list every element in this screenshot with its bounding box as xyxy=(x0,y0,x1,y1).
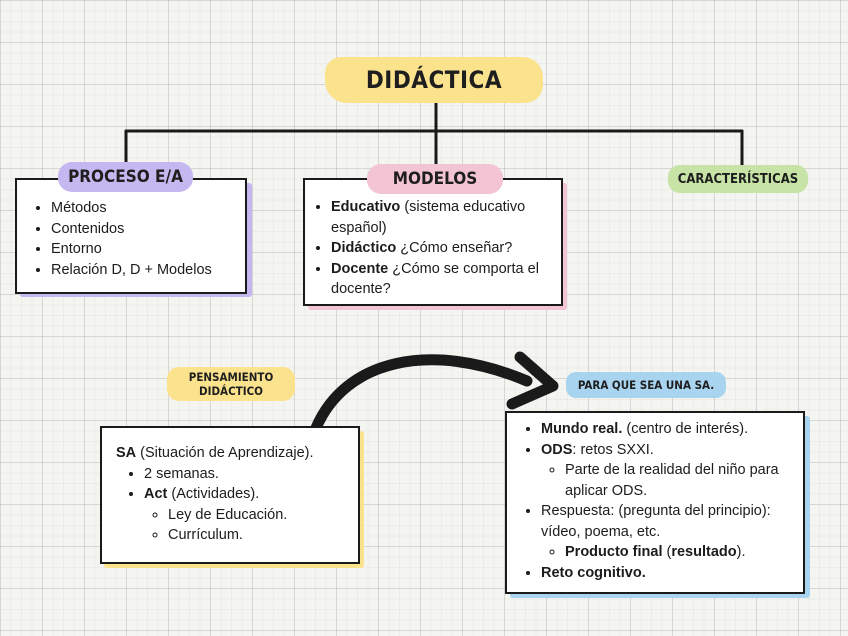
pensamiento-list: 2 semanas. Act (Actividades). Ley de Edu… xyxy=(116,464,352,546)
list-item: Producto final (resultado). xyxy=(565,542,797,563)
list-item: Docente ¿Cómo se comporta el docente? xyxy=(331,259,553,300)
sa-line: SA (Situación de Aprendizaje). xyxy=(116,443,352,464)
caracteristicas-label: CARACTERÍSTICAS xyxy=(677,171,799,187)
reto-term: Reto cognitivo. xyxy=(541,564,646,581)
page-title: DIDÁCTICA xyxy=(365,66,503,94)
pensamiento-label-line1: PENSAMIENTO xyxy=(188,370,274,384)
respuesta-sublist: Producto final (resultado). xyxy=(541,542,797,563)
mundo-desc: (centro de interés). xyxy=(622,421,749,437)
list-item: 2 semanas. xyxy=(144,464,352,485)
act-term: Act xyxy=(144,486,168,502)
modelos-list: Educativo (sistema educativo español) Di… xyxy=(313,197,553,300)
model-name: Docente xyxy=(331,260,389,277)
para-que-box: Mundo real. (centro de interés). ODS: re… xyxy=(505,411,805,594)
list-item: Entorno xyxy=(51,239,235,260)
proceso-list: Métodos Contenidos Entorno Relación D, D… xyxy=(33,198,235,280)
modelos-label-pill: MODELOS xyxy=(367,164,503,194)
producto-close: ). xyxy=(736,544,746,560)
sa-desc: (Situación de Aprendizaje). xyxy=(136,445,314,461)
list-item: Educativo (sistema educativo español) xyxy=(331,197,553,238)
model-name: Didáctico xyxy=(331,240,397,256)
title-pill: DIDÁCTICA xyxy=(325,57,543,103)
list-item: Parte de la realidad del niño para aplic… xyxy=(565,460,797,501)
curved-arrow xyxy=(310,351,559,434)
list-item: ODS: retos SXXI. Parte de la realidad de… xyxy=(541,440,797,502)
caracteristicas-pill: CARACTERÍSTICAS xyxy=(668,165,808,193)
model-name: Educativo xyxy=(331,199,401,215)
list-item: Métodos xyxy=(51,198,235,219)
respuesta-text: Respuesta: (pregunta del principio): víd… xyxy=(541,503,771,540)
list-item: Ley de Educación. xyxy=(168,505,352,526)
pensamiento-pill: PENSAMIENTO DIDÁCTICO xyxy=(167,367,295,401)
mundo-term: Mundo real. xyxy=(541,421,623,437)
list-item: Act (Actividades). Ley de Educación. Cur… xyxy=(144,484,352,546)
act-sublist: Ley de Educación. Currículum. xyxy=(144,505,352,546)
act-desc: (Actividades). xyxy=(167,486,260,502)
proceso-box: Métodos Contenidos Entorno Relación D, D… xyxy=(15,178,247,294)
pensamiento-box: SA (Situación de Aprendizaje). 2 semanas… xyxy=(100,426,360,564)
pensamiento-label-line2: DIDÁCTICO xyxy=(199,384,263,398)
modelos-box: Educativo (sistema educativo español) Di… xyxy=(303,178,563,306)
list-item: Contenidos xyxy=(51,219,235,240)
para-que-label: PARA QUE SEA UNA SA. xyxy=(577,378,715,392)
model-desc: (sistema educativo español) xyxy=(331,199,526,236)
model-desc: ¿Cómo enseñar? xyxy=(396,240,513,256)
ods-term: ODS xyxy=(541,441,573,458)
proceso-label-pill: PROCESO E/A xyxy=(58,162,193,192)
modelos-label: MODELOS xyxy=(392,169,478,189)
model-desc: ¿Cómo se comporta el docente? xyxy=(331,260,539,298)
proceso-label: PROCESO E/A xyxy=(68,167,183,187)
producto-open: ( xyxy=(662,544,672,560)
list-item: Respuesta: (pregunta del principio): víd… xyxy=(541,501,797,563)
list-item: Reto cognitivo. xyxy=(541,563,797,584)
list-item: Mundo real. (centro de interés). xyxy=(541,419,797,440)
producto-term: Producto final xyxy=(565,544,663,560)
list-item: Currículum. xyxy=(168,525,352,546)
sa-term: SA xyxy=(116,445,137,461)
list-item: Didáctico ¿Cómo enseñar? xyxy=(331,238,553,259)
para-que-pill: PARA QUE SEA UNA SA. xyxy=(566,372,726,398)
list-item: Relación D, D + Modelos xyxy=(51,260,235,281)
ods-desc: : retos SXXI. xyxy=(572,441,654,458)
ods-sublist: Parte de la realidad del niño para aplic… xyxy=(541,460,797,501)
para-que-list: Mundo real. (centro de interés). ODS: re… xyxy=(513,419,797,583)
resultado-term: resultado xyxy=(671,544,737,560)
